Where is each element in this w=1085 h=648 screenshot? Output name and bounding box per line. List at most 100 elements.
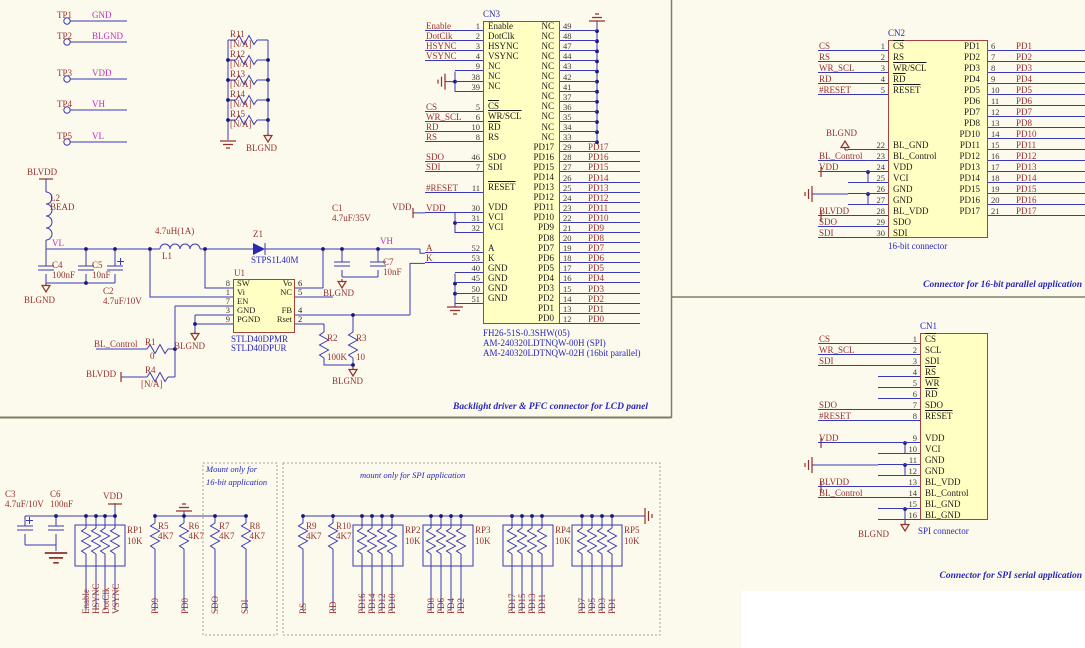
pin-row[interactable] (425, 193, 483, 203)
pin-row[interactable]: 13 PD1 (560, 304, 640, 314)
pin-row[interactable]: 15 (818, 498, 920, 509)
pin-row[interactable]: SDI 7 (425, 162, 483, 173)
pin-row[interactable]: 16 PD4 (560, 273, 640, 284)
pin-row[interactable]: 33 (560, 132, 640, 143)
test-points[interactable] (63, 17, 127, 146)
pin-row[interactable]: 19 PD15 (988, 183, 1085, 194)
pin-row[interactable]: 38 (425, 71, 483, 82)
pin-row[interactable]: 18 PD6 (560, 253, 640, 264)
pin-row[interactable]: CS 1 (818, 333, 920, 344)
pin-row[interactable]: 20 PD8 (560, 233, 640, 244)
pin-row[interactable]: 16 PD12 (988, 150, 1085, 161)
pin-row[interactable]: 11 PD6 (988, 95, 1085, 106)
pin-row[interactable]: 39 (425, 82, 483, 92)
u1-body[interactable] (233, 279, 295, 333)
pin-row[interactable]: 27 (818, 194, 888, 205)
pin-row[interactable]: 20 PD16 (988, 194, 1085, 205)
pin-row[interactable]: 13 PD8 (988, 117, 1085, 128)
pin-row[interactable]: 43 (560, 61, 640, 72)
pin-row[interactable]: WR_SCL 3 (818, 62, 888, 73)
pin-row[interactable]: 47 (560, 41, 640, 52)
pin-row[interactable]: 50 (425, 283, 483, 294)
pin-row[interactable]: 18 PD14 (988, 172, 1085, 183)
cn3-body[interactable] (483, 21, 560, 324)
pin-row[interactable]: 25 (818, 172, 888, 183)
pin-row[interactable]: 36 (560, 102, 640, 112)
pin-row[interactable]: 34 (560, 122, 640, 133)
pin-row[interactable]: 21 PD9 (560, 223, 640, 234)
pin-row[interactable]: 35 (560, 112, 640, 123)
pin-row[interactable]: SDO 7 (818, 399, 920, 410)
pin-row[interactable]: RS 2 (818, 51, 888, 62)
pin-row[interactable] (425, 314, 483, 324)
pin-row[interactable]: CS 5 (425, 102, 483, 112)
pin-row[interactable]: 8 PD3 (988, 62, 1085, 73)
pin-row[interactable]: 4 (818, 366, 920, 377)
cn1-body[interactable] (920, 333, 988, 520)
pin-row[interactable]: BL_Control 23 (818, 150, 888, 161)
pin-row[interactable]: HSYNC 3 (425, 41, 483, 52)
pin-row[interactable] (425, 233, 483, 243)
pin-row[interactable]: 5 (818, 377, 920, 388)
pin-row[interactable]: 17 PD5 (560, 263, 640, 274)
pin-row[interactable]: RS 8 (425, 132, 483, 143)
rp5-body[interactable] (571, 524, 623, 567)
pin-row[interactable]: 37 (560, 92, 640, 102)
pin-row[interactable]: 23 PD11 (560, 203, 640, 213)
pin-row[interactable]: A 52 (425, 243, 483, 254)
pin-row[interactable]: 26 PD14 (560, 172, 640, 183)
pin-row[interactable]: 32 (425, 223, 483, 234)
pin-row[interactable] (425, 142, 483, 152)
pin-row[interactable]: SDI 30 (818, 227, 888, 238)
pin-row[interactable]: 10 (818, 443, 920, 454)
pin-row[interactable]: BLVDD 13 (818, 476, 920, 487)
pin-row[interactable]: WR_SCL 6 (425, 112, 483, 123)
pin-row[interactable]: 10 PD5 (988, 84, 1085, 95)
pin-row[interactable]: 19 PD7 (560, 243, 640, 254)
pin-row[interactable] (425, 304, 483, 314)
pin-row[interactable]: 9 PD4 (988, 73, 1085, 84)
pin-row[interactable]: 12 PD0 (560, 314, 640, 324)
pin-row[interactable]: SDO 46 (425, 152, 483, 163)
pin-row[interactable]: 24 PD12 (560, 193, 640, 203)
pin-row[interactable]: 17 PD13 (988, 161, 1085, 172)
pin-row[interactable]: 11 (818, 454, 920, 465)
pin-row[interactable]: 9 (425, 61, 483, 72)
pin-row[interactable]: RD 4 (818, 73, 888, 84)
rp3-body[interactable] (422, 524, 474, 567)
pin-row[interactable]: 48 (560, 31, 640, 42)
pin-row[interactable]: 22 PD10 (560, 213, 640, 223)
pin-row[interactable]: 22 (818, 139, 888, 150)
pin-row[interactable]: 42 (560, 71, 640, 82)
pin-row[interactable] (425, 92, 483, 102)
pin-row[interactable]: 6 PD1 (988, 40, 1085, 51)
pin-row[interactable]: VDD 30 (425, 203, 483, 213)
pin-row[interactable]: 15 PD11 (988, 139, 1085, 150)
pin-row[interactable]: 7 PD2 (988, 51, 1085, 62)
cn2-body[interactable] (888, 40, 988, 238)
pin-row[interactable] (425, 172, 483, 182)
pin-row[interactable] (818, 117, 888, 128)
pin-row[interactable]: VSYNC 4 (425, 51, 483, 62)
pin-row[interactable]: 25 PD13 (560, 183, 640, 193)
pin-row[interactable]: 45 (425, 273, 483, 284)
pin-row[interactable]: 15 PD3 (560, 283, 640, 294)
pin-row[interactable]: WR_SCL 2 (818, 344, 920, 355)
pin-row[interactable]: #RESET 5 (818, 84, 888, 95)
pin-row[interactable]: CS 1 (818, 40, 888, 51)
pin-row[interactable]: 16 (818, 509, 920, 520)
pin-row[interactable]: 44 (560, 51, 640, 62)
pin-row[interactable] (988, 216, 1085, 227)
pin-row[interactable]: BL_Control 14 (818, 487, 920, 498)
pin-row[interactable]: 21 PD17 (988, 205, 1085, 216)
pin-row[interactable]: VDD 24 (818, 161, 888, 172)
pin-row[interactable]: K 53 (425, 253, 483, 264)
pin-row[interactable]: 40 (425, 263, 483, 274)
pin-row[interactable]: 6 (818, 388, 920, 399)
pin-row[interactable]: #RESET 11 (425, 183, 483, 193)
pin-row[interactable]: 49 (560, 21, 640, 32)
rp4-body[interactable] (502, 524, 554, 567)
pin-row[interactable]: 51 (425, 294, 483, 304)
pin-row[interactable] (818, 421, 920, 432)
rp1-body[interactable] (74, 524, 126, 567)
